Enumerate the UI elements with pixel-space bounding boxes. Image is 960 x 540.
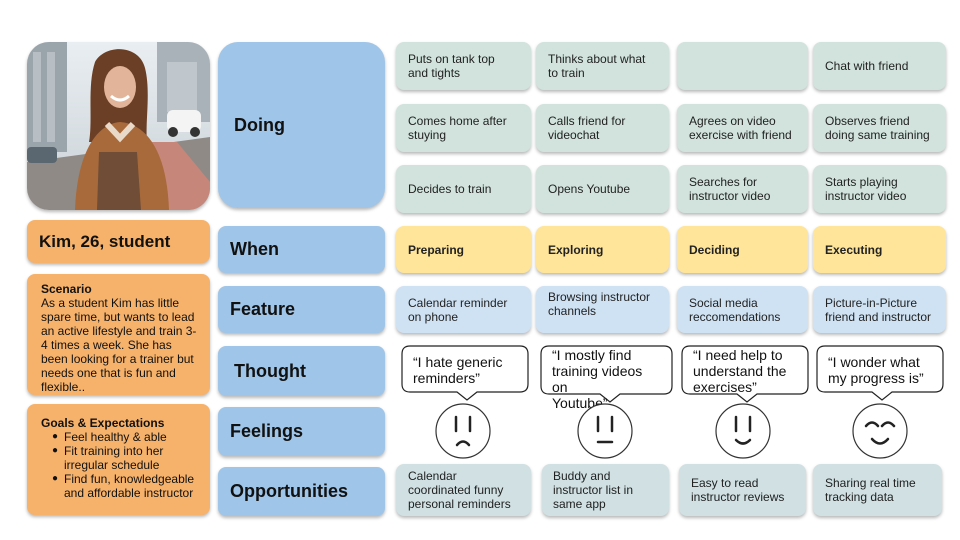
opportunity-card: Buddy and instructor list in same app bbox=[542, 464, 669, 516]
doing-card-text: Calls friend for videochat bbox=[548, 114, 626, 142]
feature-card: Browsing instructor channels bbox=[536, 286, 669, 333]
goal-item: Find fun, knowledgeable and affordable i… bbox=[52, 472, 200, 500]
row-label-opportunities-text: Opportunities bbox=[230, 481, 348, 501]
feature-text: Picture-in-Picture friend and instructor bbox=[825, 295, 932, 324]
phase-deciding: Deciding bbox=[677, 226, 808, 273]
row-label-doing: Doing bbox=[218, 42, 385, 208]
thought-bubble: “I hate generic reminders” bbox=[401, 345, 529, 407]
thought-bubble: “I mostly find training videos on Youtub… bbox=[540, 345, 673, 411]
doing-card: Thinks about what to train bbox=[536, 42, 669, 90]
speech-bubble-icon bbox=[540, 345, 673, 403]
persona-photo bbox=[27, 42, 210, 210]
thought-bubble: “I need help to understand the exercises… bbox=[681, 345, 809, 407]
phase-label: Deciding bbox=[689, 242, 740, 257]
thought-text: “I hate generic reminders” bbox=[413, 354, 503, 386]
opportunity-card: Sharing real time tracking data bbox=[813, 464, 942, 516]
phase-preparing: Preparing bbox=[396, 226, 531, 273]
opportunity-text: Easy to read instructor reviews bbox=[691, 476, 785, 504]
scenario-title: Scenario bbox=[41, 282, 92, 296]
doing-card: Puts on tank top and tights bbox=[396, 42, 531, 90]
doing-card: Decides to train bbox=[396, 165, 531, 213]
phase-executing: Executing bbox=[813, 226, 946, 273]
feature-card: Picture-in-Picture friend and instructor bbox=[813, 286, 946, 333]
row-label-thought-text: Thought bbox=[234, 360, 306, 381]
row-label-opportunities: Opportunities bbox=[218, 467, 385, 516]
thought-text: “I need help to understand the exercises… bbox=[693, 347, 787, 395]
row-label-when: When bbox=[218, 226, 385, 273]
doing-card-text: Opens Youtube bbox=[548, 182, 631, 196]
doing-card: Opens Youtube bbox=[536, 165, 669, 213]
speech-bubble-icon bbox=[816, 345, 944, 401]
row-label-feelings: Feelings bbox=[218, 407, 385, 456]
feature-card: Calendar reminder on phone bbox=[396, 286, 531, 333]
goal-item: Feel healthy & able bbox=[52, 430, 200, 444]
row-label-feelings-text: Feelings bbox=[230, 421, 304, 441]
scenario-box: Scenario As a student Kim has little spa… bbox=[27, 274, 210, 395]
doing-card: Agrees on video exercise with friend bbox=[677, 104, 808, 152]
opportunity-text: Buddy and instructor list in same app bbox=[553, 469, 634, 511]
neutral-face-icon bbox=[576, 402, 634, 465]
goals-list: Feel healthy & able Fit training into he… bbox=[41, 430, 200, 500]
goals-title: Goals & Expectations bbox=[41, 416, 165, 430]
doing-card-text: Observes friend doing same training bbox=[825, 114, 930, 142]
scenario-text: As a student Kim has little spare time, … bbox=[41, 296, 197, 394]
feature-card: Social media reccomendations bbox=[677, 286, 808, 333]
feature-text: Social media reccomendations bbox=[689, 295, 781, 324]
phase-label: Preparing bbox=[408, 242, 465, 257]
doing-card-text: Searches for instructor video bbox=[689, 175, 771, 203]
speech-bubble-icon bbox=[401, 345, 529, 401]
opportunity-text: Sharing real time tracking data bbox=[825, 476, 916, 504]
doing-card-text: Chat with friend bbox=[825, 59, 909, 73]
row-label-when-text: When bbox=[230, 239, 279, 259]
doing-card-text: Decides to train bbox=[408, 182, 492, 196]
doing-card-text: Agrees on video exercise with friend bbox=[689, 114, 792, 142]
speech-bubble-icon bbox=[681, 345, 809, 403]
row-label-doing-text: Doing bbox=[234, 114, 285, 135]
thought-text: “I wonder what my progress is” bbox=[828, 354, 924, 386]
row-label-feature: Feature bbox=[218, 286, 385, 333]
happy-face-icon bbox=[851, 402, 909, 465]
doing-card: Observes friend doing same training bbox=[813, 104, 946, 152]
smiling-face-icon bbox=[714, 402, 772, 465]
opportunity-card: Easy to read instructor reviews bbox=[679, 464, 806, 516]
thought-bubble: “I wonder what my progress is” bbox=[816, 345, 944, 407]
doing-card-text: Puts on tank top and tights bbox=[408, 52, 495, 80]
goals-box: Goals & Expectations Feel healthy & able… bbox=[27, 404, 210, 515]
doing-card-text: Comes home after stuying bbox=[408, 114, 507, 142]
phase-label: Exploring bbox=[548, 243, 604, 257]
doing-card: Starts playing instructor video bbox=[813, 165, 946, 213]
doing-card: Comes home after stuying bbox=[396, 104, 531, 152]
row-label-thought: Thought bbox=[218, 346, 385, 396]
doing-card-text: Thinks about what to train bbox=[548, 52, 646, 80]
doing-card: Calls friend for videochat bbox=[536, 104, 669, 152]
doing-card-text: Starts playing instructor video bbox=[825, 175, 907, 203]
doing-card: Searches for instructor video bbox=[677, 165, 808, 213]
persona-name: Kim, 26, student bbox=[39, 231, 171, 251]
feature-text: Calendar reminder on phone bbox=[408, 295, 508, 324]
goal-item: Fit training into her irregular schedule bbox=[52, 444, 200, 472]
phase-label: Executing bbox=[825, 242, 883, 257]
phase-exploring: Exploring bbox=[536, 226, 669, 273]
opportunity-text: Calendar coordinated funny personal remi… bbox=[408, 469, 511, 511]
persona-name-box: Kim, 26, student bbox=[27, 220, 210, 263]
opportunity-card: Calendar coordinated funny personal remi… bbox=[396, 464, 531, 516]
feature-text: Browsing instructor channels bbox=[548, 290, 651, 318]
sad-face-icon bbox=[434, 402, 492, 465]
doing-card-empty bbox=[677, 42, 808, 90]
row-label-feature-text: Feature bbox=[230, 299, 296, 319]
doing-card: Chat with friend bbox=[813, 42, 946, 90]
